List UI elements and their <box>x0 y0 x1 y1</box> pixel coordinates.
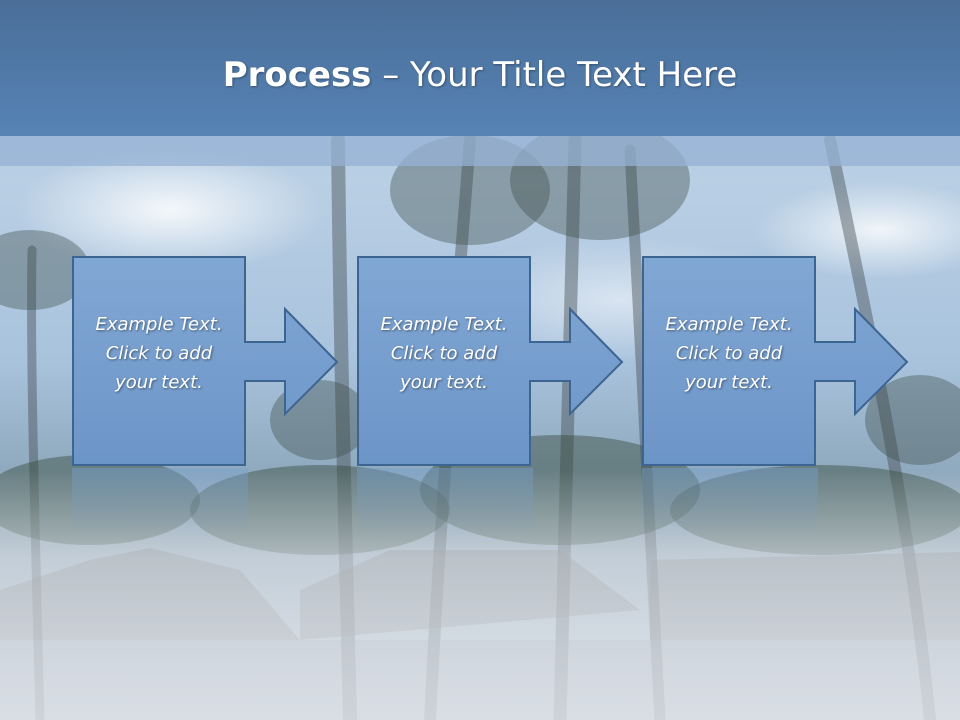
title-keyword: Process <box>222 55 372 95</box>
step-text-line: Click to add <box>105 343 213 364</box>
step-text-line: your text. <box>400 372 488 393</box>
title-bar: Process – Your Title Text Here <box>0 0 960 136</box>
step-text-line: Example Text. <box>380 314 508 335</box>
step-text-line: your text. <box>115 372 203 393</box>
process-step-2[interactable]: Example Text. Click to add your text. <box>357 256 624 466</box>
arrow-box-shape <box>357 256 624 466</box>
step-text-line: your text. <box>685 372 773 393</box>
step-reflection <box>357 468 533 538</box>
step-text-line: Example Text. <box>95 314 223 335</box>
step-text[interactable]: Example Text. Click to add your text. <box>357 310 531 397</box>
step-text-line: Click to add <box>675 343 783 364</box>
slide-title[interactable]: Process – Your Title Text Here <box>0 52 960 98</box>
step-text-line: Example Text. <box>665 314 793 335</box>
background-fade <box>0 470 960 720</box>
process-step-3[interactable]: Example Text. Click to add your text. <box>642 256 909 466</box>
arrow-box-shape <box>72 256 339 466</box>
title-placeholder-text: – Your Title Text Here <box>371 55 738 95</box>
step-reflection <box>72 468 248 538</box>
step-reflection <box>642 468 818 538</box>
title-accent-strip <box>0 136 960 166</box>
process-step-1[interactable]: Example Text. Click to add your text. <box>72 256 339 466</box>
step-text-line: Click to add <box>390 343 498 364</box>
arrow-box-shape <box>642 256 909 466</box>
step-text[interactable]: Example Text. Click to add your text. <box>72 310 246 397</box>
step-text[interactable]: Example Text. Click to add your text. <box>642 310 816 397</box>
